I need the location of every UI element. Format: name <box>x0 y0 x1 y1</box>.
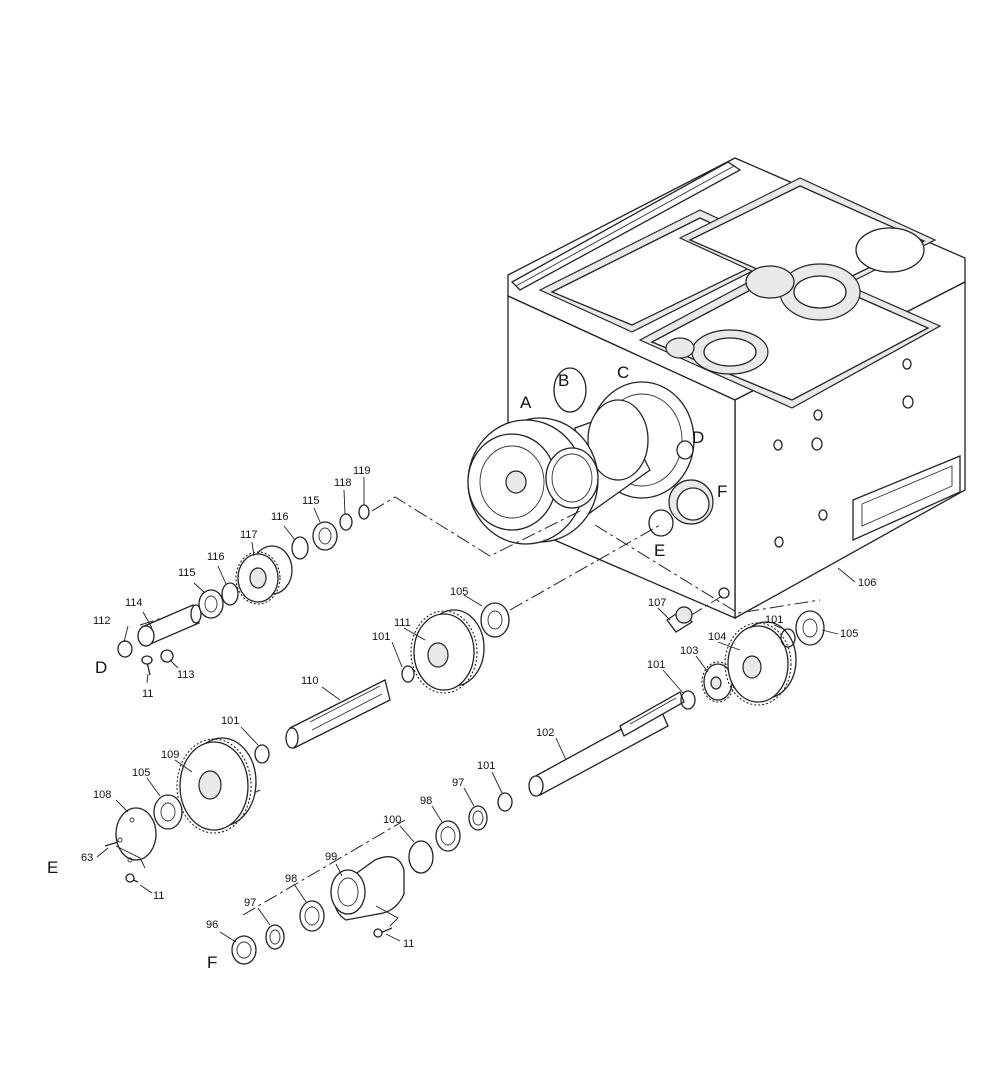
ref-letter-e-housing: E <box>654 541 665 560</box>
callout-11: 11 <box>153 890 164 902</box>
callout-116: 116 <box>207 551 225 563</box>
shaft-102-group <box>498 607 824 811</box>
ref-letter-c: C <box>617 363 629 382</box>
lower-bearing-group <box>232 806 487 964</box>
callout-113: 113 <box>177 669 195 681</box>
callout-119: 119 <box>353 465 371 477</box>
callout-105: 105 <box>132 767 150 779</box>
gearbox-housing <box>508 158 965 618</box>
ref-letter-e-left: E <box>47 858 58 877</box>
ref-letter-d-housing: D <box>692 428 704 447</box>
callout-115: 115 <box>302 495 320 507</box>
callout-111: 111 <box>394 617 411 629</box>
callout-11: 11 <box>403 938 414 950</box>
callout-112: 112 <box>93 615 111 627</box>
callout-99: 99 <box>325 851 337 863</box>
callout-102: 102 <box>536 727 554 739</box>
callout-100: 100 <box>383 814 401 826</box>
callout-110: 110 <box>301 675 319 687</box>
ref-letter-f-housing: F <box>717 482 727 501</box>
callout-116: 116 <box>271 511 289 523</box>
callout-101: 101 <box>647 659 665 671</box>
shaft-110-group <box>105 603 509 882</box>
callout-98: 98 <box>285 873 297 885</box>
reference-letters: A B C D E F D E F <box>47 363 727 972</box>
callout-104: 104 <box>708 631 726 643</box>
part-callouts: 96 97 97 98 98 99 100 101 101 101 101 10… <box>81 465 876 950</box>
callout-106: 106 <box>858 577 876 589</box>
ref-letter-f-left: F <box>207 953 217 972</box>
callout-109: 109 <box>161 749 179 761</box>
callout-115: 115 <box>178 567 196 579</box>
top-left-shaft-group <box>118 505 369 675</box>
internal-gears <box>666 228 924 374</box>
callout-114: 114 <box>125 597 143 609</box>
callout-98: 98 <box>420 795 432 807</box>
callout-97: 97 <box>244 897 256 909</box>
ref-letter-b: B <box>558 371 569 390</box>
callout-63: 63 <box>81 852 93 864</box>
callout-101: 101 <box>221 715 239 727</box>
callout-108: 108 <box>93 789 111 801</box>
ref-letter-d-left: D <box>95 658 107 677</box>
callout-118: 118 <box>334 477 352 489</box>
callout-101: 101 <box>477 760 495 772</box>
callout-107: 107 <box>648 597 666 609</box>
callout-101: 101 <box>765 614 783 626</box>
callout-117: 117 <box>240 529 258 541</box>
callout-96: 96 <box>206 919 218 931</box>
leader-lines <box>97 477 855 942</box>
housing-holes <box>719 359 913 598</box>
callout-103: 103 <box>680 645 698 657</box>
ref-letter-a: A <box>520 393 532 412</box>
callout-11: 11 <box>142 688 153 700</box>
callout-105: 105 <box>840 628 858 640</box>
callout-97: 97 <box>452 777 464 789</box>
pulley-assembly <box>468 368 650 544</box>
callout-101: 101 <box>372 631 390 643</box>
callout-105: 105 <box>450 586 468 598</box>
